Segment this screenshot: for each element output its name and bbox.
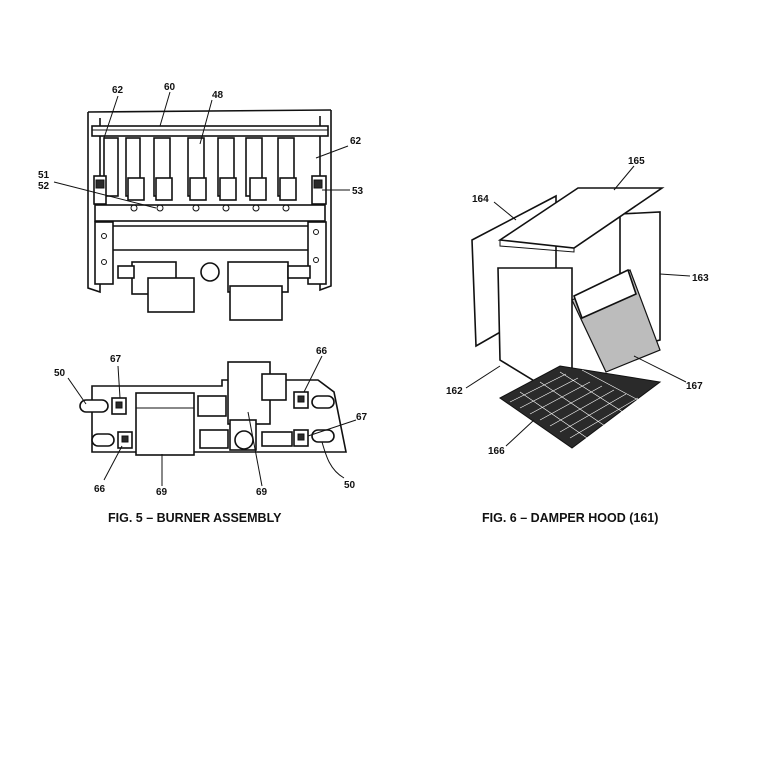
label-163: 163 <box>692 273 709 284</box>
damper-hood <box>471 187 665 449</box>
label-60: 60 <box>164 82 176 93</box>
label-53: 53 <box>352 186 364 197</box>
fig6-leaders <box>465 165 691 447</box>
fig5-side-leaders <box>67 355 357 487</box>
fig5-leaders <box>53 91 350 209</box>
label-50-right: 50 <box>344 480 356 491</box>
label-162: 162 <box>446 386 463 397</box>
label-166: 166 <box>488 446 505 457</box>
label-62-right: 62 <box>350 136 362 147</box>
label-67-left: 67 <box>110 354 122 365</box>
burner-assembly-top-view <box>87 109 332 321</box>
label-69-left: 69 <box>156 487 168 498</box>
label-66-left: 66 <box>94 484 106 495</box>
label-69-right: 69 <box>256 487 268 498</box>
burner-assembly-side-view <box>79 361 347 456</box>
label-167: 167 <box>686 381 703 392</box>
gas-valves-top <box>117 261 311 321</box>
fig5-caption: FIG. 5 – BURNER ASSEMBLY <box>108 511 282 525</box>
label-52: 52 <box>38 181 50 192</box>
label-66-right: 66 <box>316 346 328 357</box>
label-48: 48 <box>212 90 224 101</box>
label-67-right: 67 <box>356 412 368 423</box>
label-164: 164 <box>472 194 489 205</box>
label-62-left: 62 <box>112 85 124 96</box>
label-51: 51 <box>38 170 50 181</box>
fig6-caption: FIG. 6 – DAMPER HOOD (161) <box>482 511 658 525</box>
label-165: 165 <box>628 156 645 167</box>
burner-tubes <box>103 137 297 212</box>
label-50-left: 50 <box>54 368 66 379</box>
